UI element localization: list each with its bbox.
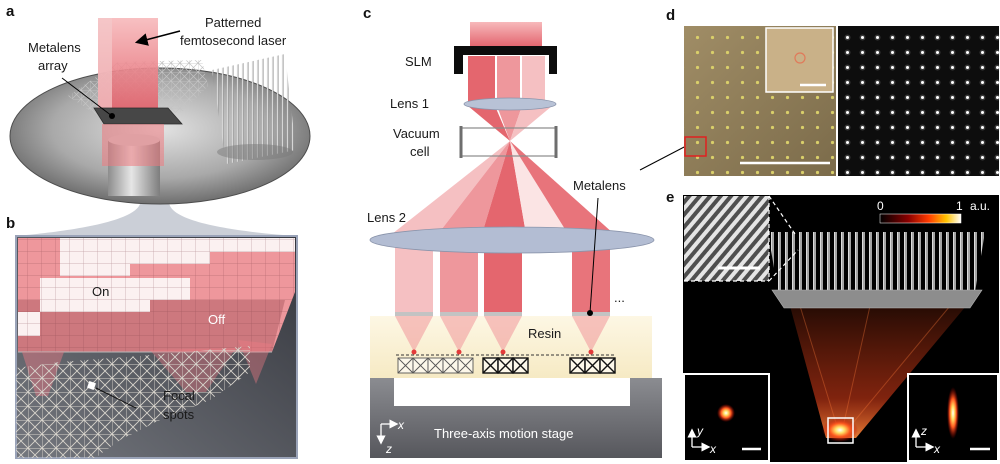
needle-array-base [217, 144, 293, 160]
metalens-label: Metalens [573, 178, 626, 193]
lattice-cell [600, 358, 615, 373]
on-label: On [92, 284, 109, 299]
metalens-3 [484, 312, 522, 316]
slm-beam-1 [468, 56, 495, 104]
motion-stage-slot [394, 378, 630, 406]
vacuum-cell-label-line1: Vacuum [393, 126, 440, 141]
lens-1-label: Lens 1 [390, 96, 429, 111]
lattice-cell [413, 358, 428, 373]
micrograph-pointer [640, 145, 688, 170]
metalens-array-chip [94, 108, 182, 124]
xz-axis-vertical-label: z [920, 424, 927, 438]
xz-focal-spot [947, 387, 959, 439]
lattice-cell [498, 358, 513, 373]
panel-label-d: d [666, 7, 675, 24]
focal-spot-grid [838, 26, 999, 176]
metalens-1 [395, 312, 433, 316]
metalens-pillar-array [768, 232, 985, 292]
panel-b: b On Off Focal spots [6, 215, 297, 458]
panel-d: d [666, 7, 999, 176]
lens-2-label: Lens 2 [367, 210, 406, 225]
laser-label-line1: Patterned [205, 15, 261, 30]
lattice-cell [443, 358, 458, 373]
metalens-array-label-line1: Metalens [28, 40, 81, 55]
focal-point-2 [457, 350, 462, 355]
stage-axis-x-label: x [397, 418, 405, 432]
xy-focal-spot [717, 404, 735, 422]
metalens-array-pointer-dot [109, 113, 115, 119]
collimated-beam-1 [395, 242, 433, 314]
lattice-cell [398, 358, 413, 373]
zoom-inset [766, 28, 833, 92]
panel-c: c SLM Lens 1 Vacuum cell Lens 2 [363, 5, 691, 458]
stage-axis-z-label: z [385, 442, 392, 456]
metalens-substrate [772, 290, 982, 308]
motion-stage-label: Three-axis motion stage [434, 426, 573, 441]
lens-2 [370, 227, 654, 253]
slm-beam-2 [497, 56, 520, 104]
panel-e: e 0 1 a.u. y x z x [666, 189, 999, 462]
focal-point-4 [589, 350, 594, 355]
lattice-cell [585, 358, 600, 373]
colorbar-unit-label: a.u. [970, 199, 990, 213]
lattice-cell [513, 358, 528, 373]
laser-beam-lower [102, 124, 164, 166]
lattice-cell [483, 358, 498, 373]
slm-beam-3 [522, 56, 545, 104]
more-beams-ellipsis: ... [614, 290, 625, 305]
lens-1 [464, 98, 556, 110]
colorbar-min-label: 0 [877, 199, 884, 213]
tile-grid [18, 238, 295, 352]
metalens-pointer-dot [587, 310, 593, 316]
lattice-cell [458, 358, 473, 373]
focal-spots-label-line2: spots [163, 407, 195, 422]
slm-label: SLM [405, 54, 432, 69]
off-label: Off [208, 312, 225, 327]
resin-label: Resin [528, 326, 561, 341]
panel-label-c: c [363, 5, 371, 22]
lattice-cell [428, 358, 443, 373]
laser-label-line2: femtosecond laser [180, 33, 287, 48]
panel-label-b: b [6, 215, 15, 232]
colorbar [880, 214, 961, 223]
printed-lattice-cells [398, 358, 615, 373]
incident-beam [470, 22, 542, 48]
focal-spots-label-line1: Focal [163, 388, 195, 403]
focal-point-1 [412, 350, 417, 355]
focal-point-3 [501, 350, 506, 355]
colorbar-max-label: 1 [956, 199, 963, 213]
xy-axis-horizontal-label: x [709, 442, 717, 456]
panel-label-e: e [666, 189, 674, 206]
xy-axis-vertical-label: y [696, 424, 704, 438]
panel-a: a Patterned femtosecond laser Metalens a… [6, 3, 310, 236]
vacuum-cell-label-line2: cell [410, 144, 430, 159]
xz-axis-horizontal-label: x [933, 442, 941, 456]
laser-beam-edge [98, 18, 112, 110]
lattice-cell [570, 358, 585, 373]
panel-label-a: a [6, 3, 15, 20]
metalens-array-label-line2: array [38, 58, 68, 73]
metalens-2 [440, 312, 478, 316]
